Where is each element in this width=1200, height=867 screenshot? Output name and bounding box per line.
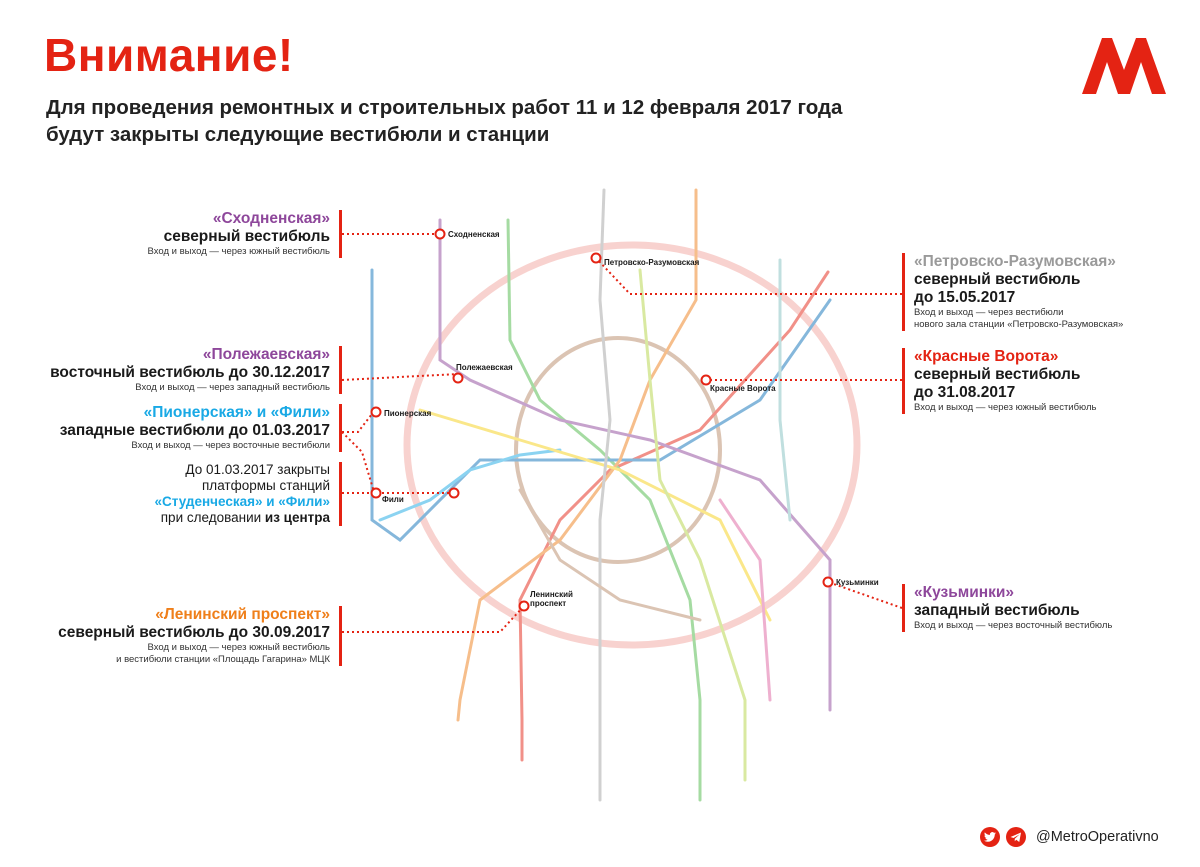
- station-marker-pionerskaya: [370, 406, 382, 418]
- callout-pionerskaya: «Пионерская» и «Фили» западные вестибюли…: [60, 404, 342, 452]
- connector-leninsky: [342, 605, 525, 633]
- callout-note: Вход и выход — через восточный вестибюль: [914, 620, 1113, 631]
- callout-krasnye-vorota: «Красные Ворота» северный вестибюль до 3…: [902, 348, 1096, 414]
- page-title: Внимание!: [44, 29, 294, 81]
- map-label-skhodnenskaya: Сходненская: [448, 230, 500, 239]
- map-label-polezhaevskaya: Полежаевская: [456, 363, 513, 372]
- callout-detail: западный вестибюль: [914, 602, 1080, 619]
- map-label-petrovsko: Петровско-Разумовская: [604, 258, 700, 267]
- callout-detail: северный вестибюль: [163, 228, 330, 245]
- line-grey: [598, 188, 612, 802]
- connector-petrovsko: [595, 257, 902, 295]
- line-lightgreen: [638, 268, 747, 782]
- callout-note: Вход и выход — через вестибюли: [914, 307, 1064, 318]
- station-marker-skhodnenskaya: [434, 228, 446, 240]
- callout-platforms: До 01.03.2017 закрыты платформы станций …: [155, 462, 342, 526]
- callout-leninsky: «Ленинский проспект» северный вестибюль …: [58, 606, 342, 666]
- callout-polezhaevskaya: «Полежаевская» восточный вестибюль до 30…: [50, 346, 342, 394]
- circle-line: [514, 336, 722, 564]
- station-marker-studencheskaya: [448, 487, 460, 499]
- callout-name: «Красные Ворота»: [914, 348, 1059, 365]
- callout-name: «Полежаевская»: [202, 346, 330, 363]
- page-subtitle: Для проведения ремонтных и строительных …: [46, 94, 842, 148]
- callout-detail: до 15.05.2017: [914, 289, 1016, 306]
- callout-name: «Пионерская» и «Фили»: [143, 404, 330, 421]
- callout-name: «Ленинский проспект»: [155, 606, 330, 623]
- line-pink: [718, 498, 772, 702]
- callout-name: «Кузьминки»: [914, 584, 1014, 601]
- callout-line: при следовании из центра: [155, 510, 330, 526]
- callout-petrovsko: «Петровско-Разумовская» северный вестибю…: [902, 253, 1123, 331]
- map-label-pionerskaya: Пионерская: [384, 409, 432, 418]
- station-marker-kuzminki: [822, 576, 834, 588]
- connector-polezhaevskaya: [341, 373, 459, 381]
- callout-note: Вход и выход — через восточные вестибюли: [131, 440, 330, 451]
- callout-detail: до 31.08.2017: [914, 384, 1016, 401]
- callout-note: Вход и выход — через южный вестибюль: [147, 246, 330, 257]
- line-orange: [456, 188, 698, 722]
- connector-kuzminki: [827, 581, 903, 609]
- twitter-handle[interactable]: @MetroOperativno: [1036, 829, 1159, 845]
- station-marker-krasnye-vorota: [700, 374, 712, 386]
- callout-detail: западные вестибюли до 01.03.2017: [59, 422, 330, 439]
- callout-detail: северный вестибюль до 30.09.2017: [58, 624, 330, 641]
- callout-note: нового зала станции «Петровско-Разумовск…: [914, 319, 1124, 330]
- telegram-icon[interactable]: [1006, 827, 1026, 847]
- line-violet: [438, 218, 832, 712]
- callout-detail: восточный вестибюль до 30.12.2017: [50, 364, 330, 381]
- map-label-kuzminki: Кузьминки: [836, 578, 879, 587]
- map-label-fili: Фили: [382, 495, 404, 504]
- metro-logo-icon: [1082, 38, 1166, 94]
- callout-line-bold: из центра: [264, 510, 330, 525]
- station-marker-fili: [370, 487, 382, 499]
- callout-detail: северный вестибюль: [914, 366, 1081, 383]
- callout-stations: «Студенческая» и «Фили»: [154, 494, 330, 509]
- map-label-leninsky-2: проспект: [530, 599, 566, 608]
- connector-pionerskaya: [342, 413, 373, 433]
- callout-note: Вход и выход — через западный вестибюль: [135, 382, 330, 393]
- line-cyan: [378, 448, 562, 522]
- station-marker-leninsky: [518, 600, 530, 612]
- callout-detail: северный вестибюль: [914, 271, 1081, 288]
- callout-skhodnenskaya: «Сходненская» северный вестибюль Вход и …: [148, 210, 342, 258]
- subtitle-line-2: будут закрыты следующие вестибюли и стан…: [46, 123, 550, 146]
- callout-line: платформы станций: [202, 478, 330, 493]
- line-blue: [370, 268, 832, 542]
- map-label-leninsky-1: Ленинский: [530, 590, 573, 599]
- mcc-ring: [403, 241, 861, 649]
- callout-line: До 01.03.2017 закрыты: [185, 462, 330, 477]
- callout-kuzminki: «Кузьминки» западный вестибюль Вход и вы…: [902, 584, 1112, 632]
- callout-name: «Сходненская»: [212, 210, 330, 227]
- map-label-krasnye-vorota: Красные Ворота: [710, 384, 776, 393]
- line-red: [518, 270, 830, 762]
- line-teal: [778, 258, 792, 522]
- callout-note: Вход и выход — через южный вестибюль: [914, 402, 1097, 413]
- line-green: [506, 218, 702, 802]
- callout-note: Вход и выход — через южный вестибюль: [147, 642, 330, 653]
- line-brown: [518, 488, 702, 622]
- subtitle-line-1: Для проведения ремонтных и строительных …: [46, 96, 843, 119]
- connector-fili: [341, 431, 375, 493]
- social-footer: @MetroOperativno: [980, 826, 1159, 848]
- station-marker-petrovsko: [590, 252, 602, 264]
- callout-note: и вестибюли станции «Площадь Гагарина» М…: [116, 654, 330, 665]
- station-marker-polezhaevskaya: [452, 372, 464, 384]
- callout-line-text: при следовании: [160, 510, 265, 525]
- twitter-icon[interactable]: [980, 827, 1000, 847]
- line-yellow: [418, 408, 772, 622]
- callout-name: «Петровско-Разумовская»: [914, 253, 1116, 270]
